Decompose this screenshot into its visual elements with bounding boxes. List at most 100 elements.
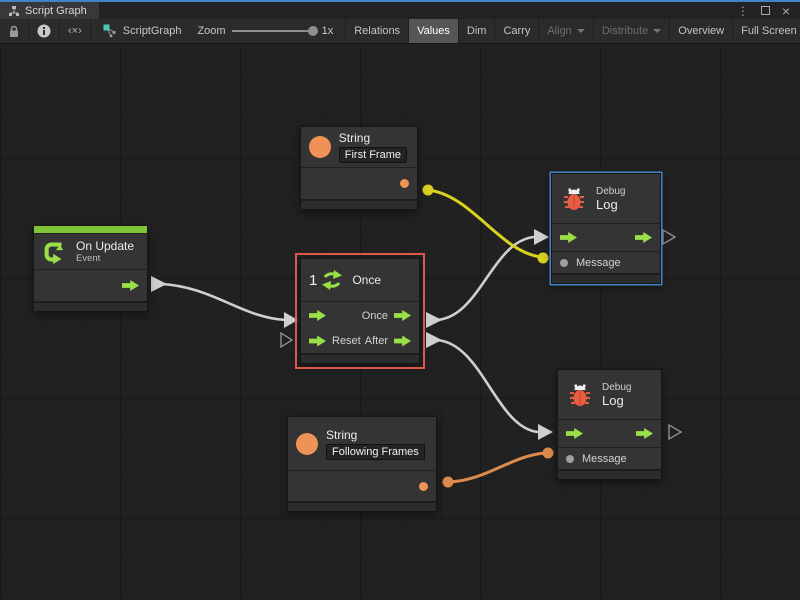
string-value-field[interactable]: Following Frames bbox=[326, 443, 425, 460]
string-value-field[interactable]: First Frame bbox=[338, 147, 407, 163]
flow-input-port[interactable] bbox=[309, 310, 326, 321]
node-subtitle: Event bbox=[76, 253, 101, 264]
node-title: Once bbox=[352, 273, 382, 287]
flow-output-port[interactable] bbox=[636, 428, 653, 439]
info-button[interactable] bbox=[29, 19, 60, 43]
string-type-icon bbox=[296, 432, 318, 455]
once-count-badge: 1 bbox=[309, 271, 318, 289]
flow-input-port[interactable] bbox=[560, 232, 577, 243]
port-outline-triangle[interactable] bbox=[662, 228, 677, 246]
value-output-port[interactable] bbox=[419, 481, 428, 491]
node-debug-log-bottom[interactable]: Debug Log Message bbox=[557, 369, 662, 480]
reset-after-ports-row: Reset After bbox=[301, 329, 419, 353]
node-ports-row bbox=[301, 167, 417, 199]
tab-bar: Script Graph ⋮ × bbox=[0, 2, 800, 19]
node-title: On Update bbox=[76, 239, 135, 253]
close-icon[interactable]: × bbox=[781, 2, 790, 19]
script-graph-icon bbox=[103, 24, 116, 38]
flow-ports-row bbox=[34, 269, 147, 301]
update-loop-icon bbox=[44, 242, 64, 264]
node-title: String bbox=[326, 427, 358, 442]
message-input-port[interactable] bbox=[560, 258, 568, 267]
port-outline-triangle[interactable] bbox=[280, 331, 294, 349]
node-footer bbox=[558, 469, 661, 479]
after-output-port[interactable] bbox=[394, 335, 411, 347]
window-focus-highlight bbox=[0, 0, 800, 2]
zoom-control: Zoom 1x bbox=[189, 19, 347, 43]
distribute-label: Distribute bbox=[601, 25, 649, 37]
zoom-slider[interactable] bbox=[231, 26, 318, 36]
align-button[interactable]: Align bbox=[539, 19, 594, 43]
zoom-slider-handle[interactable] bbox=[307, 26, 318, 36]
bug-icon bbox=[564, 188, 584, 210]
port-outline-triangle[interactable] bbox=[668, 423, 683, 441]
flow-output-port[interactable] bbox=[635, 232, 652, 243]
node-debug-log-top[interactable]: Debug Log Message bbox=[551, 173, 661, 284]
once-output-port[interactable] bbox=[394, 310, 411, 321]
node-footer bbox=[301, 199, 417, 209]
maximize-icon[interactable] bbox=[760, 6, 770, 15]
reset-input-label: Reset bbox=[332, 335, 361, 347]
wire-arrowhead bbox=[538, 424, 553, 440]
wire-source-triangle bbox=[426, 312, 442, 328]
once-ports-row: Once bbox=[301, 301, 419, 329]
flow-ports-row bbox=[552, 223, 660, 251]
node-title: Log bbox=[602, 392, 624, 408]
node-string-first-frame[interactable]: String First Frame bbox=[300, 126, 418, 210]
flow-wire-once-debugbottom[interactable] bbox=[435, 338, 539, 434]
full-screen-label: Full Screen bbox=[741, 25, 797, 37]
full-screen-button[interactable]: Full Screen bbox=[733, 19, 800, 43]
node-category: Debug bbox=[596, 185, 626, 197]
wire-source-triangle bbox=[151, 276, 167, 292]
node-on-update-event[interactable]: On Update Event bbox=[33, 225, 148, 312]
value-output-port[interactable] bbox=[400, 179, 409, 188]
node-category: Debug bbox=[602, 381, 632, 393]
node-header: String Following Frames bbox=[288, 417, 436, 470]
node-header: Debug Log bbox=[558, 370, 661, 419]
node-once[interactable]: 1 Once Once Reset Aft bbox=[295, 253, 425, 369]
lock-icon bbox=[10, 25, 18, 37]
message-port-label: Message bbox=[582, 452, 627, 465]
node-header: String First Frame bbox=[301, 127, 417, 167]
wire-endpoint-dot bbox=[442, 476, 454, 488]
message-input-port[interactable] bbox=[566, 454, 574, 463]
tab-title: Script Graph bbox=[25, 4, 87, 17]
node-footer bbox=[301, 353, 419, 363]
wire-endpoint-dot bbox=[542, 447, 554, 459]
graph-hierarchy-icon bbox=[9, 5, 19, 16]
flow-wire-once-debugtop[interactable] bbox=[435, 235, 535, 322]
node-string-following-frames[interactable]: String Following Frames bbox=[287, 416, 437, 512]
message-port-row: Message bbox=[552, 251, 660, 273]
window-menu-icon[interactable]: ⋮ bbox=[736, 3, 749, 18]
graph-name-label: ScriptGraph bbox=[122, 25, 182, 37]
flow-wire-onupdate-once[interactable] bbox=[159, 282, 287, 322]
info-icon bbox=[37, 24, 51, 38]
node-footer bbox=[34, 301, 147, 311]
relations-button[interactable]: Relations bbox=[346, 19, 410, 43]
value-wire-firstframe-message[interactable] bbox=[427, 188, 542, 259]
value-wire-followingframes-message[interactable] bbox=[447, 451, 547, 484]
overview-button[interactable]: Overview bbox=[670, 19, 734, 43]
zoom-label: Zoom bbox=[197, 25, 226, 37]
carry-button[interactable]: Carry bbox=[495, 19, 540, 43]
dim-button[interactable]: Dim bbox=[459, 19, 496, 43]
wire-endpoint-dot bbox=[537, 252, 549, 264]
node-header: On Update Event bbox=[34, 233, 147, 269]
code-toggle-button[interactable]: ‹×› bbox=[60, 19, 91, 43]
overview-label: Overview bbox=[678, 25, 725, 37]
flow-input-port[interactable] bbox=[566, 428, 583, 439]
once-cycle-icon bbox=[322, 270, 343, 290]
tab-script-graph[interactable]: Script Graph bbox=[0, 2, 99, 19]
after-output-label: After bbox=[364, 335, 388, 347]
reset-input-port[interactable] bbox=[309, 335, 326, 347]
chevron-down-icon bbox=[576, 29, 585, 33]
graph-canvas[interactable]: String First Frame Debug Log bbox=[0, 44, 800, 600]
graph-reference[interactable]: ScriptGraph bbox=[91, 19, 190, 43]
lock-button[interactable] bbox=[0, 19, 29, 43]
distribute-button[interactable]: Distribute bbox=[594, 19, 671, 43]
wire-arrowhead bbox=[284, 312, 298, 328]
event-accent-bar bbox=[34, 226, 147, 233]
flow-output-port[interactable] bbox=[122, 280, 139, 291]
string-type-icon bbox=[309, 136, 331, 158]
values-button[interactable]: Values bbox=[409, 19, 459, 43]
